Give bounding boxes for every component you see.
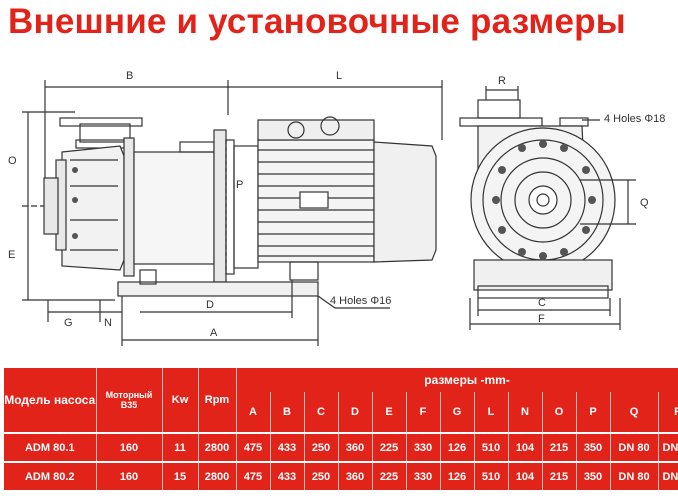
- cell-dim: 215: [542, 432, 577, 462]
- cell-kw: 15: [162, 461, 199, 490]
- cell-dim: 510: [474, 461, 509, 490]
- holes-18-note: 4 Holes Φ18: [604, 113, 665, 125]
- table-row: ADM 80.1 160 11 2800 475 433 250 360 225…: [4, 432, 678, 462]
- cell-dim: 475: [236, 461, 271, 490]
- dim-N: N: [104, 317, 112, 329]
- header-sizes: размеры -mm-: [236, 368, 678, 392]
- header-model: Модель насоса: [4, 368, 97, 433]
- cell-dim: 350: [576, 432, 611, 462]
- cell-dim: 104: [508, 461, 543, 490]
- cell-motor: 160: [96, 432, 163, 462]
- cell-dim: DN 65: [658, 432, 678, 462]
- dim-D: D: [206, 299, 214, 311]
- dim-G: G: [64, 317, 73, 329]
- cell-dim: 360: [338, 432, 373, 462]
- dim-P: P: [236, 179, 243, 191]
- header-dim-C: C: [304, 392, 339, 433]
- cell-dim: DN 80: [610, 432, 659, 462]
- header-dim-O: O: [542, 392, 577, 433]
- table-row: ADM 80.2 160 15 2800 475 433 250 360 225…: [4, 461, 678, 490]
- pump-drawing: B L O E P G N D A R Q C F 4 Holes Φ18 4 …: [8, 70, 665, 346]
- cell-dim: 215: [542, 461, 577, 490]
- header-dim-R: R: [658, 392, 678, 433]
- header-dim-P: P: [576, 392, 611, 433]
- cell-rpm: 2800: [198, 432, 237, 462]
- header-dim-B: B: [270, 392, 305, 433]
- dim-E: E: [8, 249, 15, 261]
- cell-dim: 104: [508, 432, 543, 462]
- header-rpm: Rpm: [198, 368, 237, 433]
- header-dim-F: F: [406, 392, 441, 433]
- cell-dim: DN 80: [610, 461, 659, 490]
- dim-R: R: [498, 75, 506, 87]
- header-dim-D: D: [338, 392, 373, 433]
- cell-kw: 11: [162, 432, 199, 462]
- holes-16-note: 4 Holes Φ16: [330, 295, 391, 307]
- cell-rpm: 2800: [198, 461, 237, 490]
- cell-model: ADM 80.2: [4, 461, 97, 490]
- dim-F: F: [538, 313, 545, 325]
- header-dim-N: N: [508, 392, 543, 433]
- header-dim-L: L: [474, 392, 509, 433]
- cell-dim: 250: [304, 461, 339, 490]
- cell-dim: 330: [406, 461, 441, 490]
- cell-dim: 126: [440, 432, 475, 462]
- header-kw: Kw: [162, 368, 199, 433]
- dim-C: C: [538, 297, 546, 309]
- cell-dim: 225: [372, 432, 407, 462]
- cell-dim: DN 65: [658, 461, 678, 490]
- dim-L: L: [336, 70, 342, 82]
- spec-table: Модель насоса Моторный B35 Kw Rpm размер…: [4, 368, 678, 490]
- dim-Q: Q: [640, 197, 649, 209]
- cell-dim: 330: [406, 432, 441, 462]
- header-motor: Моторный B35: [96, 368, 163, 433]
- cell-motor: 160: [96, 461, 163, 490]
- cell-dim: 360: [338, 461, 373, 490]
- cell-dim: 433: [270, 432, 305, 462]
- dim-O: O: [8, 155, 17, 167]
- cell-dim: 350: [576, 461, 611, 490]
- header-dim-E: E: [372, 392, 407, 433]
- cell-dim: 475: [236, 432, 271, 462]
- page-title: Внешние и установочные размеры: [8, 2, 626, 41]
- header-dim-G: G: [440, 392, 475, 433]
- header-dim-A: A: [236, 392, 271, 433]
- cell-dim: 510: [474, 432, 509, 462]
- header-dim-Q: Q: [610, 392, 659, 433]
- cell-model: ADM 80.1: [4, 432, 97, 462]
- cell-dim: 250: [304, 432, 339, 462]
- dim-A: A: [210, 327, 218, 339]
- cell-dim: 225: [372, 461, 407, 490]
- cell-dim: 433: [270, 461, 305, 490]
- cell-dim: 126: [440, 461, 475, 490]
- dim-B: B: [126, 70, 133, 82]
